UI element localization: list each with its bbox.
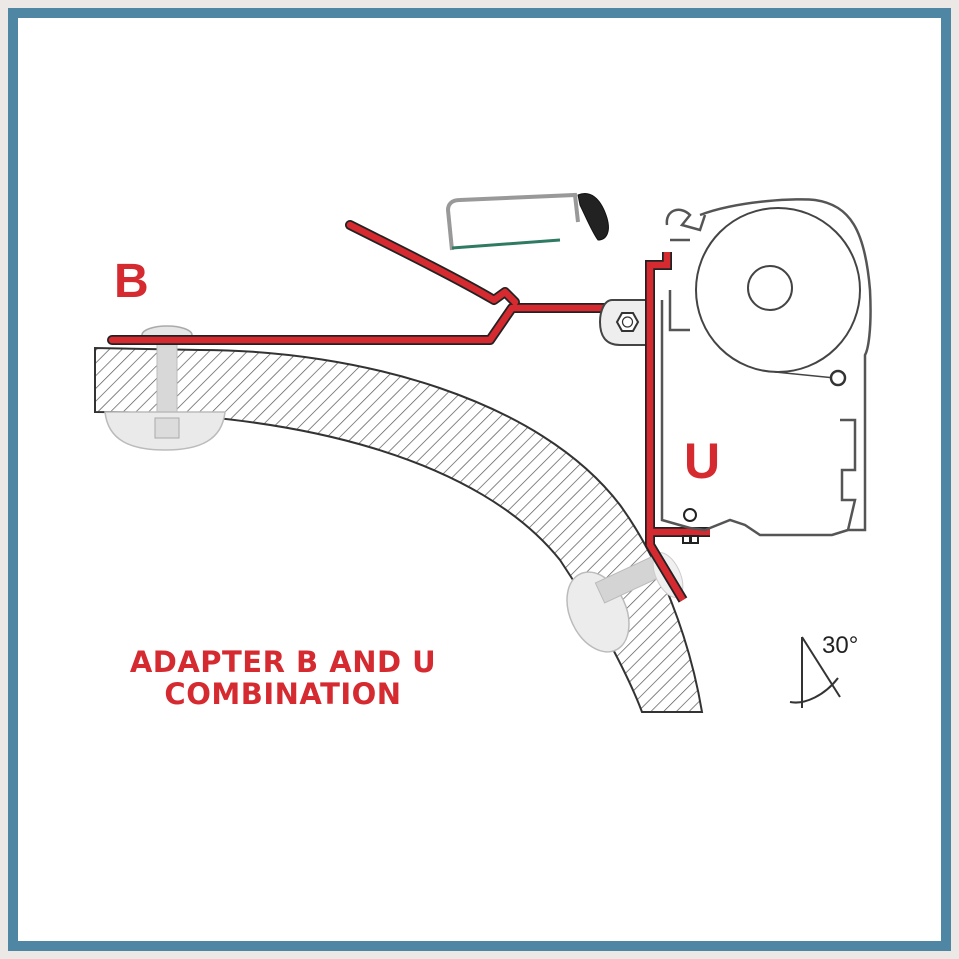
angle-value-label: 30° bbox=[822, 632, 859, 659]
lead-rail-pin bbox=[829, 369, 847, 387]
adapter-b-label: B bbox=[114, 255, 149, 308]
installation-diagram bbox=[94, 192, 872, 713]
lower-bolt bbox=[566, 552, 684, 653]
vehicle-wall-section bbox=[94, 346, 704, 713]
caption-line-1: ADAPTER B AND U bbox=[129, 645, 437, 679]
diagram-canvas: B U ADAPTER B AND U COMBINATION 30° bbox=[18, 18, 941, 941]
caption-line-2: COMBINATION bbox=[164, 677, 402, 711]
adapter-u-label: U bbox=[684, 433, 721, 489]
angle-30-degree-icon bbox=[789, 636, 841, 708]
hacksaw-icon bbox=[445, 192, 609, 251]
awning-cassette bbox=[660, 198, 872, 537]
adapter-u-profile bbox=[645, 252, 710, 603]
diagram-caption: ADAPTER B AND U COMBINATION bbox=[98, 646, 468, 710]
roller-axle bbox=[747, 265, 793, 311]
roller-tube bbox=[695, 207, 861, 373]
fabric-line bbox=[774, 371, 836, 379]
lower-fixing-bolt bbox=[682, 508, 699, 544]
bracket-hex-bolt bbox=[598, 299, 651, 346]
